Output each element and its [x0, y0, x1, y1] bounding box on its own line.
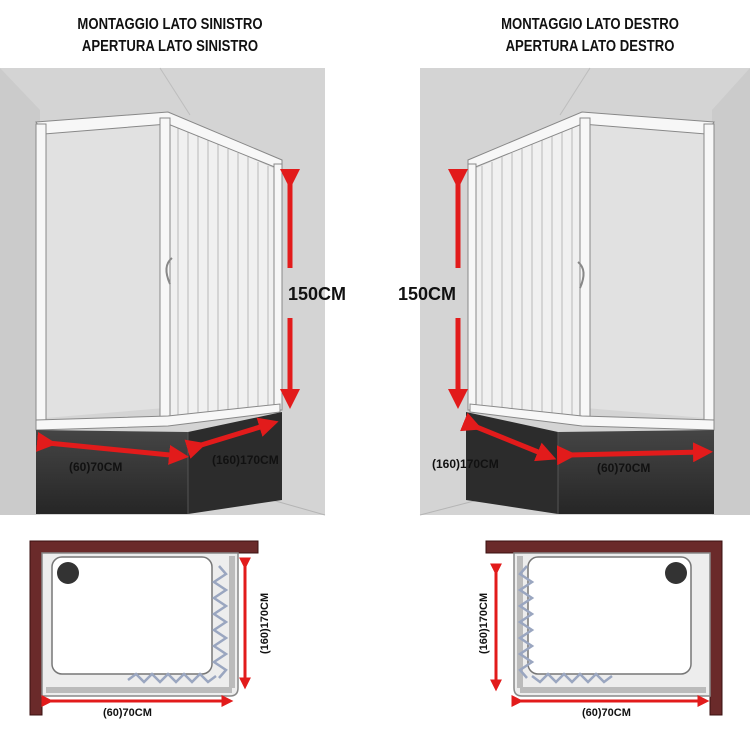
- right-bellows-door: [472, 122, 582, 420]
- right-plan-view: (160)170CM (60)70CM: [478, 540, 723, 719]
- left-handle-icon: [165, 257, 173, 285]
- left-title-line1: MONTAGGIO LATO SINISTRO: [77, 16, 263, 33]
- left-front-arrow: [36, 431, 189, 465]
- right-title: MONTAGGIO LATO DESTRO APERTURA LATO DEST…: [467, 14, 713, 58]
- left-bellows-door: [168, 122, 278, 420]
- left-height-label: 150CM: [288, 284, 346, 304]
- left-plan-view: (160)170CM (60)70CM: [29, 540, 271, 719]
- right-perspective: 150CM (160)170CM (60)70CM: [398, 67, 750, 516]
- right-handle-icon: [577, 261, 585, 289]
- right-front-width-label: (60)70CM: [597, 461, 650, 475]
- left-perspective: 150CM (60)70CM (160)170CM: [0, 67, 346, 516]
- right-plan-front-label: (60)70CM: [582, 707, 631, 719]
- left-plan-bellows-front: [127, 672, 217, 684]
- left-front-width-label: (60)70CM: [69, 460, 122, 474]
- right-wall-side: [712, 68, 750, 515]
- left-plan-bellows-side: [211, 565, 229, 679]
- right-front-arrow: [556, 442, 713, 466]
- right-frame: [467, 111, 715, 431]
- left-frame: [35, 111, 283, 431]
- left-title-line2: APERTURA LATO SINISTRO: [81, 38, 259, 55]
- left-title: MONTAGGIO LATO SINISTRO APERTURA LATO SI…: [47, 14, 293, 58]
- right-plan-drain-icon: [665, 562, 687, 584]
- left-fixed-panel: [45, 122, 165, 418]
- left-plan-side-label: (160)170CM: [259, 593, 271, 654]
- left-plan-drain-icon: [57, 562, 79, 584]
- left-plan-front-label: (60)70CM: [103, 707, 152, 719]
- left-side-depth-label: (160)170CM: [212, 453, 279, 467]
- right-side-arrow: [460, 412, 557, 462]
- right-plan-bellows-side: [517, 565, 535, 679]
- right-plan-wall: [485, 540, 723, 716]
- right-side-depth-label: (160)170CM: [432, 457, 499, 471]
- right-fixed-panel: [585, 122, 705, 418]
- right-height-label: 150CM: [398, 284, 456, 304]
- right-title-line2: APERTURA LATO DESTRO: [505, 38, 675, 55]
- right-plan-bellows-front: [531, 672, 613, 684]
- left-plan-tray-inner: [51, 556, 213, 675]
- left-side-arrow: [184, 417, 279, 459]
- right-plan-side-label: (160)170CM: [478, 593, 490, 654]
- right-title-line1: MONTAGGIO LATO DESTRO: [501, 16, 679, 33]
- left-wall-side: [0, 68, 40, 515]
